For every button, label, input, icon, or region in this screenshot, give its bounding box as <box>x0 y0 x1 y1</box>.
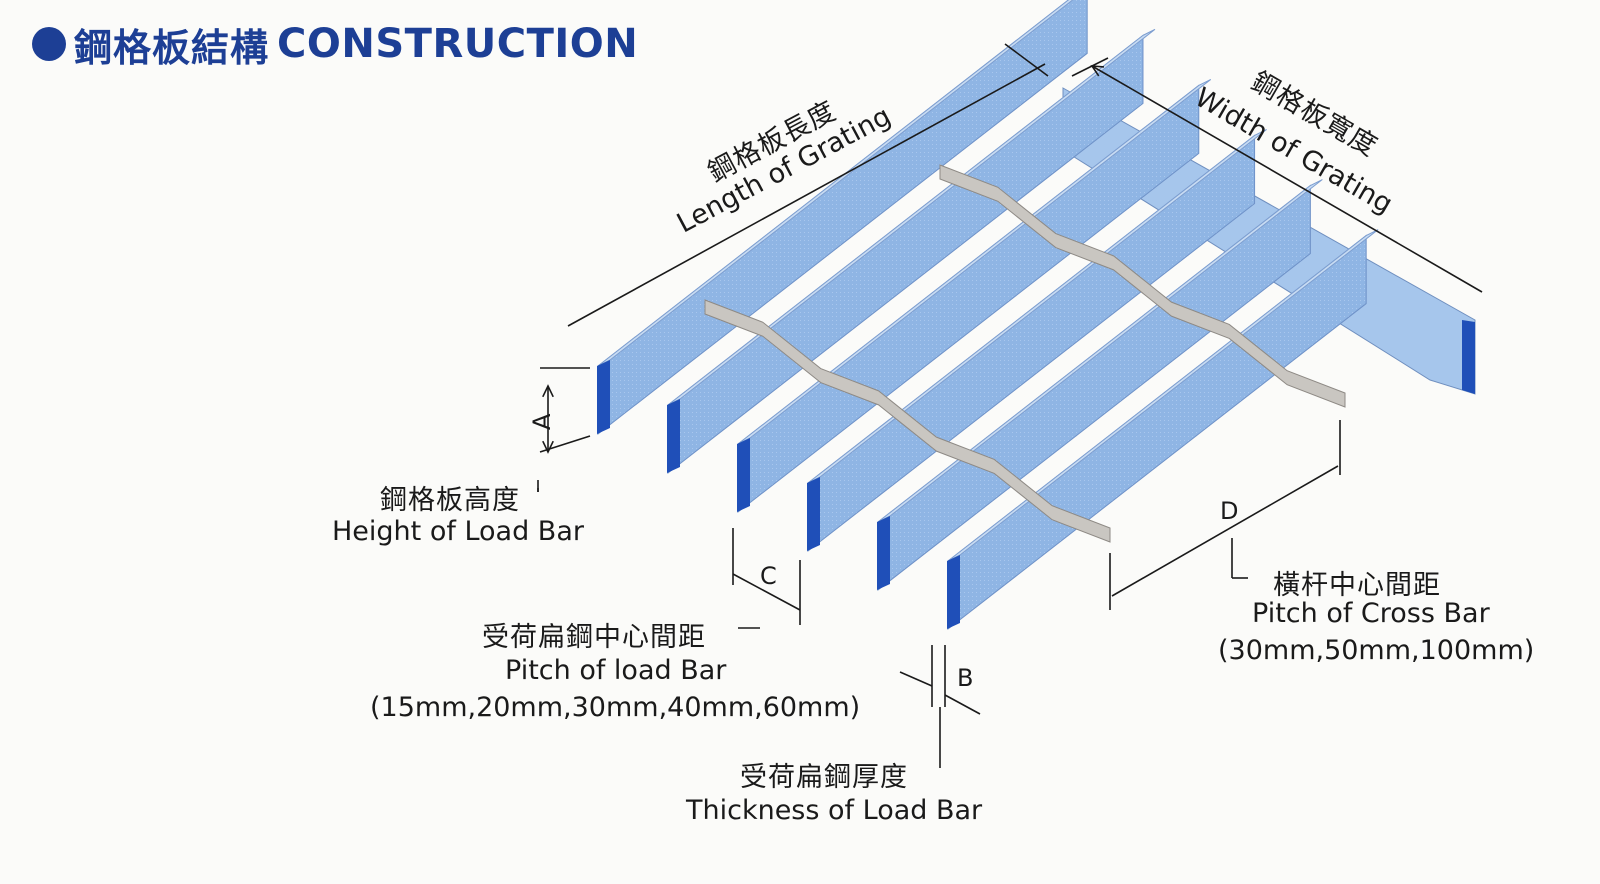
dimension-letter-a: A <box>528 413 556 430</box>
cross-pitch-label-zh: 橫杆中心間距 <box>1273 570 1441 601</box>
thickness-label-en: Thickness of Load Bar <box>686 795 983 826</box>
height-arrow-bottom <box>542 440 554 454</box>
dimension-letter-b: B <box>957 664 974 692</box>
page-title: 鋼格板結構 CONSTRUCTION <box>32 14 638 74</box>
load-pitch-label-zh: 受荷扁鋼中心間距 <box>482 622 706 653</box>
cross-bar-back <box>939 164 1346 408</box>
cross-bar-front <box>704 299 1111 543</box>
length-dim-line <box>567 63 1046 327</box>
d-dim-line <box>1111 465 1339 597</box>
cross-pitch-values: (30mm,50mm,100mm) <box>1218 635 1535 666</box>
height-ext-bottom <box>539 435 591 453</box>
thickness-label-zh: 受荷扁鋼厚度 <box>740 762 908 793</box>
height-arrow-top <box>542 384 554 398</box>
dimension-letter-c: C <box>760 562 777 590</box>
side-frame-end <box>1462 320 1475 394</box>
load-pitch-values: (15mm,20mm,30mm,40mm,60mm) <box>370 692 861 723</box>
height-label-en: Height of Load Bar <box>332 516 584 547</box>
load-bar-end <box>947 555 960 629</box>
b-arrow-right-line <box>944 694 981 715</box>
load-bar-end <box>597 360 610 434</box>
height-label-zh: 鋼格板高度 <box>380 485 520 516</box>
load-bar-end <box>877 516 890 590</box>
title-chinese: 鋼格板結構 <box>74 25 270 70</box>
cross-pitch-label-en: Pitch of Cross Bar <box>1252 598 1490 629</box>
load-bar-end <box>667 399 680 473</box>
load-bar-end <box>737 438 750 512</box>
dimension-letter-d: D <box>1220 497 1239 525</box>
width-dim-line <box>1091 65 1483 293</box>
grating-bars <box>597 0 1476 631</box>
length-dim-tick <box>1004 43 1049 77</box>
b-arrow-left-line <box>899 671 933 687</box>
load-pitch-label-en: Pitch of load Bar <box>505 655 727 686</box>
load-bar-end <box>807 477 820 551</box>
bullet-dot-icon <box>32 27 66 61</box>
width-arrow-start <box>1090 65 1105 77</box>
width-dim-tick <box>1071 57 1109 77</box>
cross-bars <box>704 164 1346 543</box>
c-dim-line <box>732 573 801 611</box>
dimension-lines <box>537 43 1483 768</box>
title-english: CONSTRUCTION <box>277 21 639 67</box>
